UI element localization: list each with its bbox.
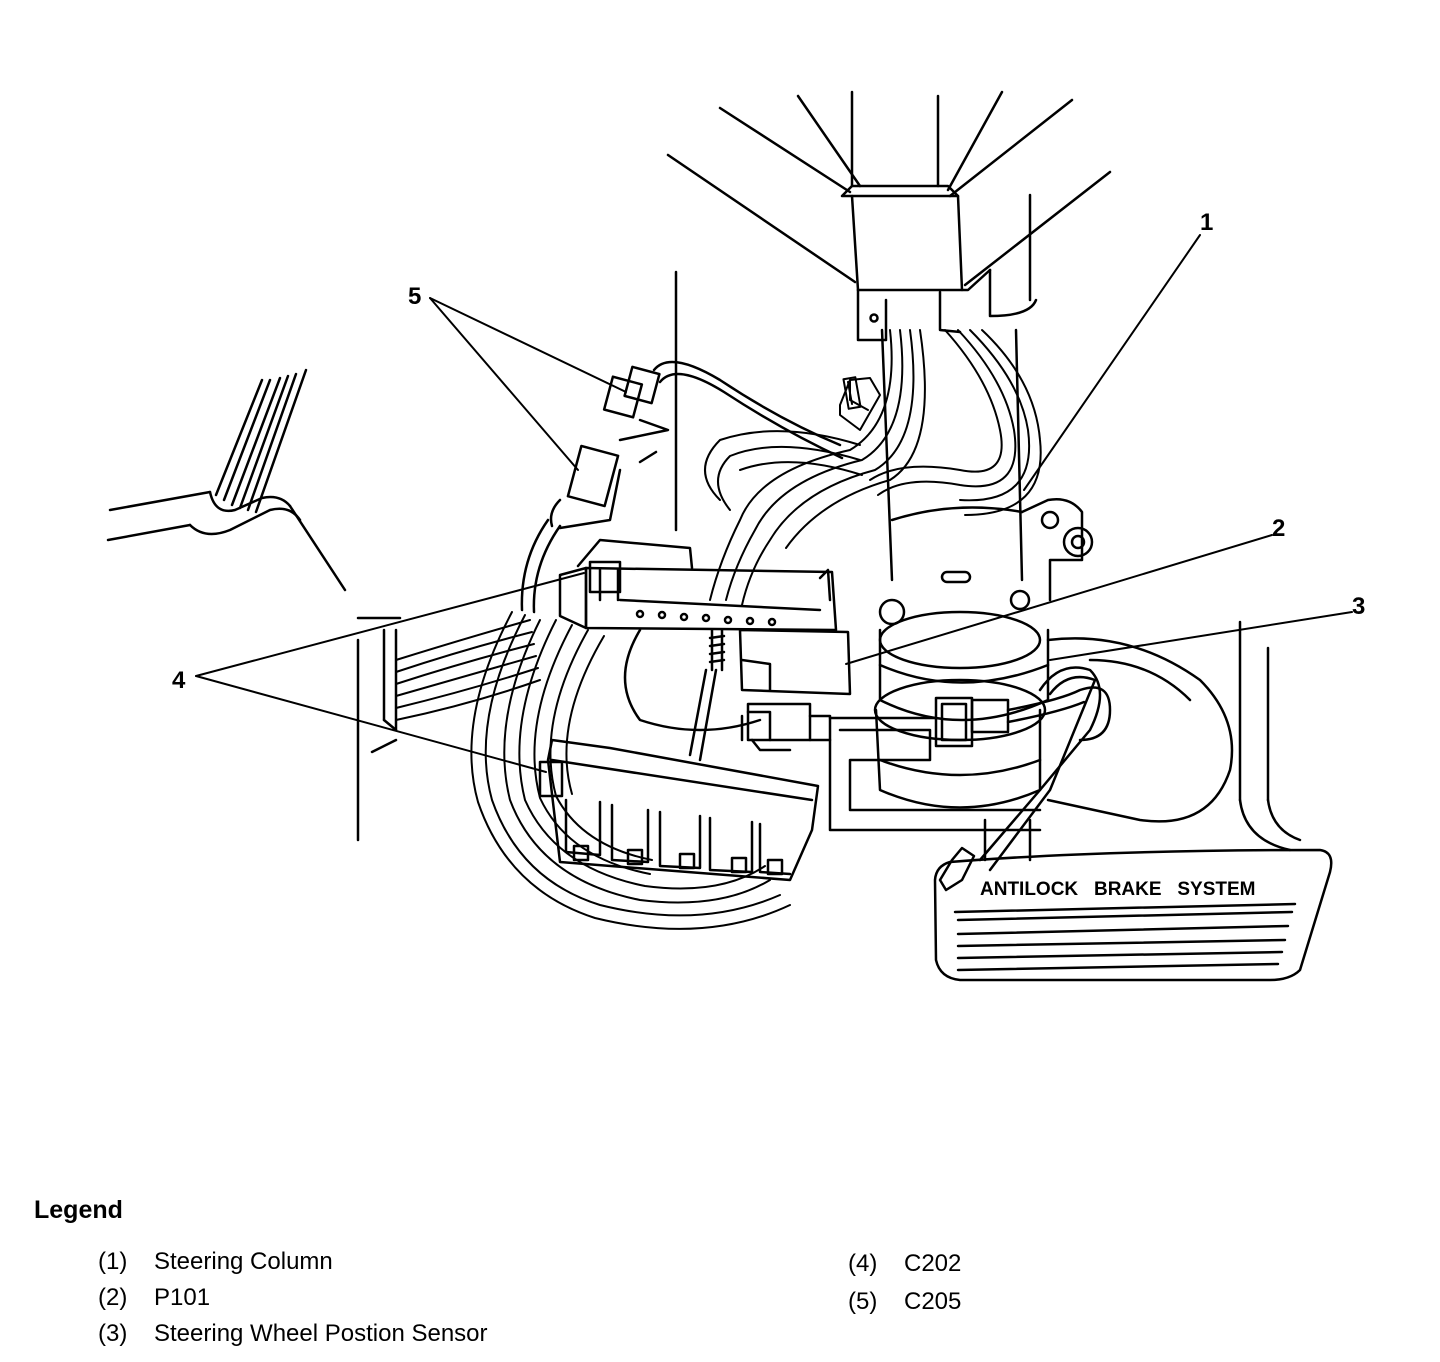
callout-2: 2 (1272, 515, 1285, 542)
legend-item-label: P101 (154, 1284, 211, 1311)
sensor-connector (740, 666, 1112, 892)
c202-connector (538, 738, 820, 882)
legend-item-1: (1) Steering Column (98, 1248, 333, 1276)
legend-item-number: (1) (98, 1248, 128, 1275)
legend-item-label: Steering Wheel Postion Sensor (154, 1320, 488, 1347)
legend-item-number: (5) (848, 1288, 878, 1315)
floor-panel (106, 270, 678, 842)
c205-connectors (520, 360, 844, 614)
callout-5: 5 (408, 283, 421, 310)
p101-connector (558, 538, 852, 762)
legend-item-label: C205 (904, 1288, 962, 1315)
legend: Legend (1) Steering Column (2) P101 (3) Ste… (0, 1190, 1440, 1360)
legend-item-number: (4) (848, 1250, 878, 1277)
legend-item-2: (2) P101 (98, 1284, 210, 1312)
pedal-label: ANTILOCK BRAKE SYSTEM (980, 879, 1256, 900)
callout-1: 1 (1200, 209, 1213, 236)
legend-title: Legend (34, 1196, 123, 1224)
legend-item-label: Steering Column (154, 1248, 333, 1275)
legend-item-number: (2) (98, 1284, 128, 1311)
wire-harness (704, 329, 1042, 606)
wiring-diagram: ANTILOCK BRAKE SYSTEM 1 2 3 4 5 (106, 90, 1365, 982)
callout-3: 3 (1352, 593, 1365, 620)
legend-item-number: (3) (98, 1320, 128, 1347)
legend-item-4: (4) C202 (848, 1250, 961, 1278)
legend-item-5: (5) C205 (848, 1288, 961, 1316)
legend-item-label: C202 (904, 1250, 962, 1277)
dash-housing (666, 90, 1112, 342)
steering-column (828, 328, 1302, 862)
callout-4: 4 (172, 667, 186, 694)
legend-item-3: (3) Steering Wheel Postion Sensor (98, 1320, 488, 1348)
brake-pedal: ANTILOCK BRAKE SYSTEM (933, 848, 1333, 982)
leader-lines (195, 234, 1353, 773)
